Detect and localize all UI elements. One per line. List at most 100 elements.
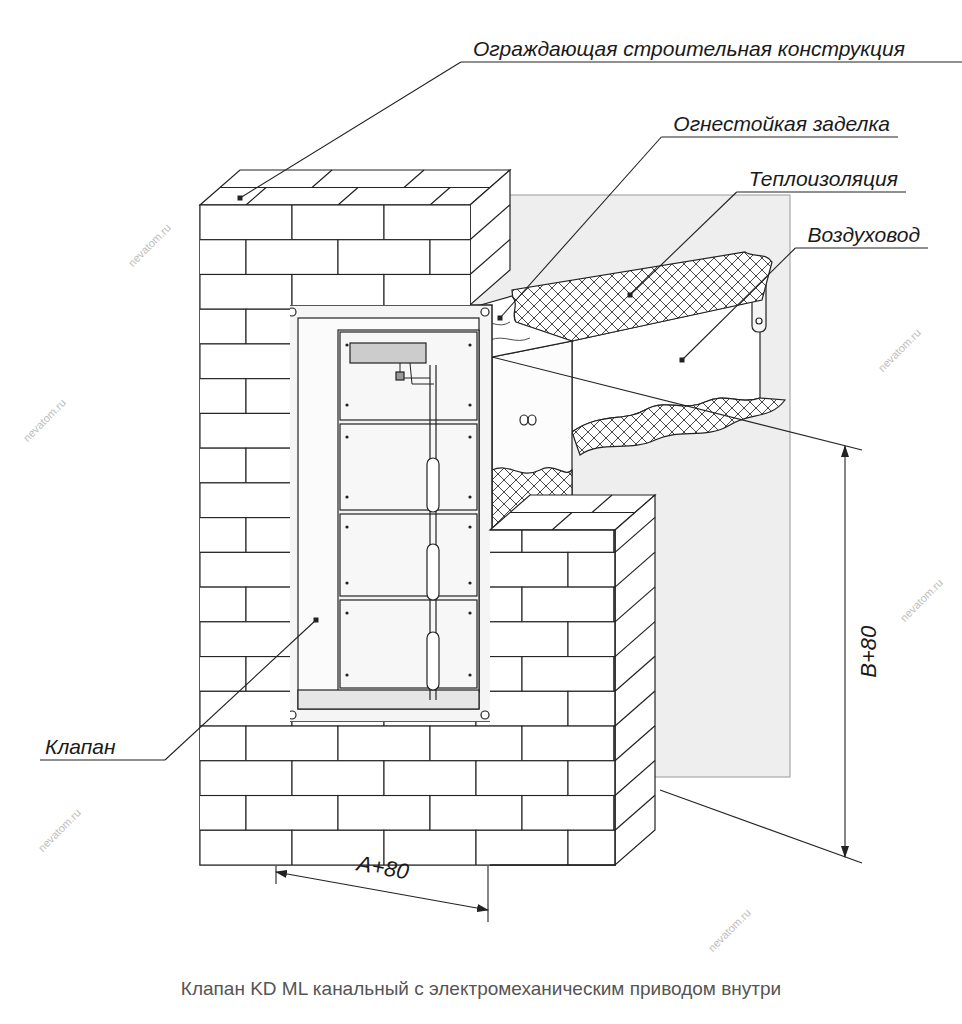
leader-lines [500, 137, 661, 318]
brick-pillar-right [614, 379, 706, 414]
brick-pillar-right [200, 691, 292, 726]
leader-lines [630, 192, 737, 295]
leader-lines [240, 62, 461, 198]
dimension-label: B+80 [856, 626, 881, 678]
dimension-lines [487, 866, 488, 922]
brick-pillar-right [476, 622, 568, 657]
brick-wall [200, 622, 292, 657]
leader-lines [737, 191, 906, 192]
brick-pillar-right [338, 240, 430, 275]
duct [756, 318, 762, 324]
brick-pillar-right [568, 205, 660, 240]
dimension-lines [844, 446, 845, 857]
brick-wall [522, 796, 614, 831]
leader-lines [661, 136, 898, 137]
brick-pillar-right [615, 587, 655, 622]
brick-wall [430, 726, 522, 761]
leader-lines [40, 62, 962, 760]
brick-pillar-right [430, 240, 522, 275]
brick-pillar-right [338, 796, 430, 831]
brick-wall [522, 657, 614, 692]
watermark: nevatom.ru [706, 906, 754, 954]
brick-pillar-right [292, 205, 384, 240]
brick-pillar-right [476, 413, 568, 448]
thermal-insulation [512, 252, 772, 341]
brick-wall-faces [220, 170, 490, 205]
brick-pillar-right [522, 587, 614, 622]
brick-pillar-right [246, 379, 338, 414]
brick-wall [154, 657, 246, 692]
brick-pillar-right [430, 587, 522, 622]
brick-pillar-right [200, 552, 292, 587]
brick-pillar-right [615, 761, 655, 796]
brick-pillar-right [615, 552, 655, 587]
brick-pillar-right [522, 518, 614, 553]
brick-wall [154, 726, 246, 761]
watermark: nevatom.ru [126, 221, 174, 269]
brick-pillar-right [200, 205, 292, 240]
damper-front [340, 332, 477, 420]
brick-pillar-right [615, 656, 655, 691]
brick-pillar-right [292, 761, 384, 796]
brick-pillar-right [476, 552, 568, 587]
brick-wall [292, 761, 384, 796]
damper-front [285, 305, 492, 722]
damper-front [345, 525, 348, 528]
brick-pillar-right [200, 413, 292, 448]
watermark: nevatom.ru [876, 326, 924, 374]
brick-pillar-right [568, 344, 660, 379]
brick-wall [384, 761, 476, 796]
callout-label: Ограждающая строительная конструкция [473, 37, 905, 61]
damper-front [345, 581, 348, 584]
brick-pillar-right [510, 495, 635, 530]
damper-front [340, 424, 477, 510]
brick-pillar-right [292, 691, 384, 726]
brick-wall [200, 274, 292, 309]
brick-pillar-right [154, 796, 246, 831]
brick-pillar-right [614, 726, 706, 761]
brick-pillar-right [384, 552, 476, 587]
brick-pillar-right [430, 726, 522, 761]
brick-wall [522, 726, 614, 761]
brick-wall [154, 240, 246, 275]
brick-pillar-right [338, 448, 430, 483]
dimension-lines [276, 357, 862, 922]
brick-pillar-right [338, 726, 430, 761]
brick-pillar-right [384, 344, 476, 379]
brick-pillar-right [338, 587, 430, 622]
brick-pillar-right [154, 657, 246, 692]
damper-front [481, 308, 489, 316]
damper-front [468, 403, 471, 406]
damper-front [468, 435, 471, 438]
damper-front [345, 495, 348, 498]
brick-wall [200, 691, 292, 726]
brick-pillar-right [522, 657, 614, 692]
brick-wall-faces [200, 205, 615, 865]
brick-pillar-right [154, 518, 246, 553]
brick-wall [568, 205, 660, 240]
leader-lines [682, 248, 795, 360]
brick-pillar-right [614, 309, 706, 344]
brick-wall [200, 830, 292, 865]
damper-front [298, 318, 479, 709]
brick-pillar-right [246, 448, 338, 483]
brick-pillar-right [430, 518, 522, 553]
brick-pillar-right [384, 761, 476, 796]
brick-pillar-right [154, 240, 246, 275]
brick-pillar-right [246, 240, 338, 275]
brick-pillar-right [615, 622, 655, 657]
brick-wall [522, 448, 614, 483]
brick-wall [246, 726, 338, 761]
brick-wall [246, 796, 338, 831]
watermark: nevatom.ru [36, 806, 84, 854]
brick-pillar-right [614, 448, 706, 483]
leader-lines [628, 293, 633, 298]
brick-pillar-right [200, 483, 292, 518]
brick-pillar-right [246, 518, 338, 553]
damper-front [350, 343, 426, 363]
brick-wall [338, 726, 430, 761]
brick-pillar-right [614, 240, 706, 275]
duct [572, 398, 785, 455]
brick-pillar-right [568, 483, 660, 518]
